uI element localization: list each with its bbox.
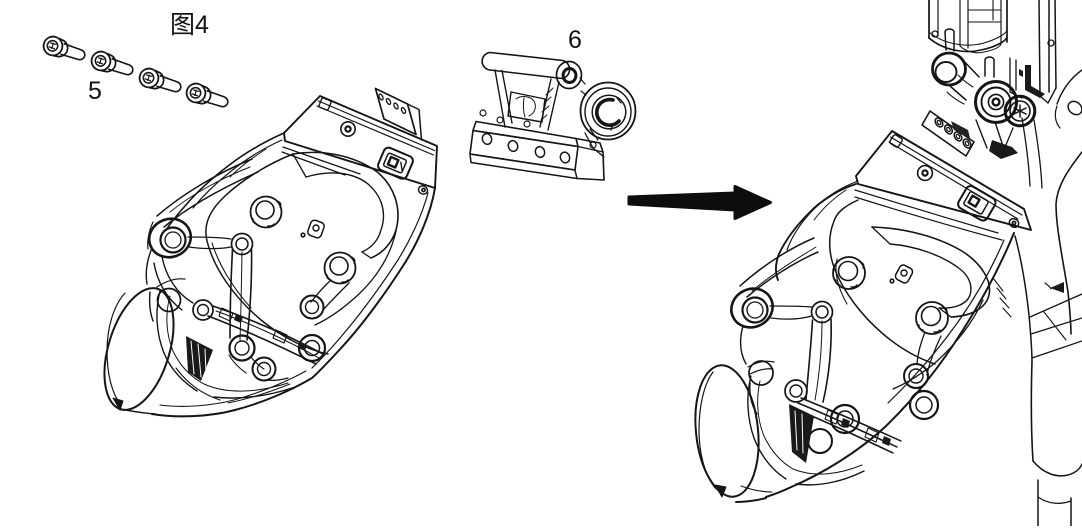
svg-text:5: 5	[88, 77, 102, 105]
svg-text:图4: 图4	[170, 11, 209, 39]
svg-text:6: 6	[568, 26, 582, 54]
